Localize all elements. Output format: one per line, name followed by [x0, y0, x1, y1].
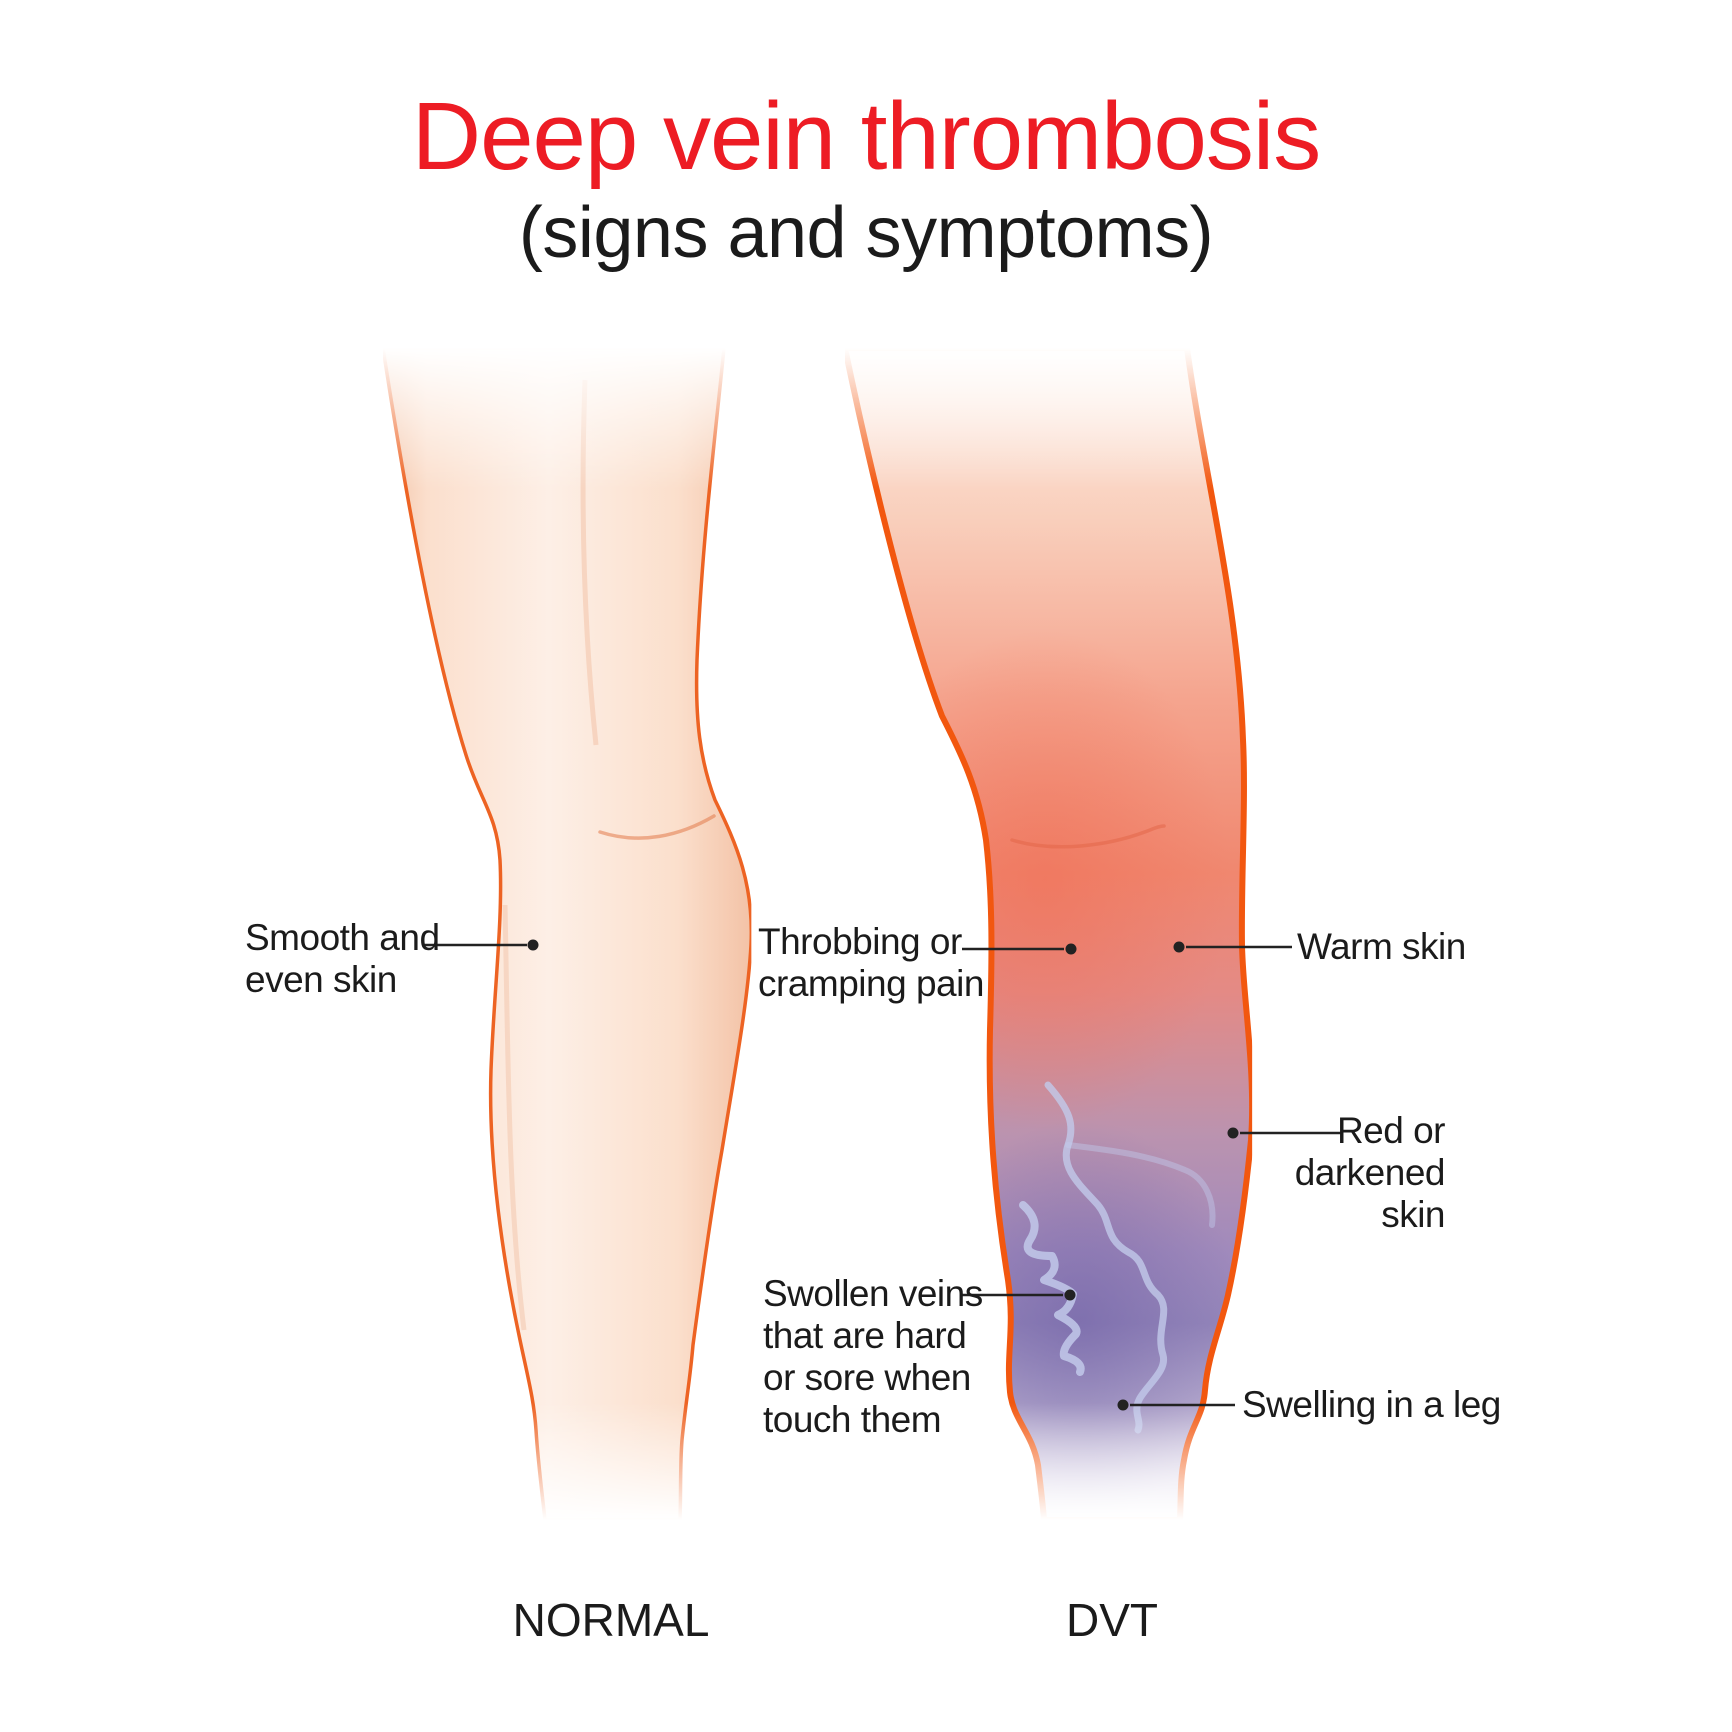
normal-leg-calf-shading: [502, 904, 527, 1331]
page-subtitle: (signs and symptoms): [518, 193, 1214, 273]
caption-normal: NORMAL: [512, 1594, 710, 1646]
normal-knee-crease: [598, 814, 716, 840]
dvt-knee-crease: [1010, 824, 1166, 849]
leader-lines: [424, 943, 1342, 1407]
label-swollen-veins: Swollen veins that are hard or sore when…: [763, 1273, 983, 1440]
leader-dot-warm-skin: [1173, 941, 1185, 953]
label-throbbing-cramping-pain: Throbbing or cramping pain: [758, 921, 984, 1004]
leader-dot-swelling: [1117, 1399, 1129, 1411]
leader-dot-smooth-skin: [527, 939, 539, 951]
label-swelling-in-leg: Swelling in a leg: [1242, 1384, 1501, 1425]
label-red-darkened-skin: Red or darkened skin: [1294, 1110, 1446, 1235]
label-warm-skin: Warm skin: [1297, 926, 1466, 967]
caption-dvt: DVT: [1066, 1594, 1158, 1646]
inflamed-red-area: [860, 630, 1230, 1130]
leader-dot-throbbing-pain: [1065, 943, 1077, 955]
swollen-vein-main: [1044, 1081, 1168, 1434]
page-title: Deep vein thrombosis: [411, 83, 1321, 190]
leader-dot-red-skin: [1227, 1127, 1239, 1139]
normal-leg: [381, 346, 754, 1522]
normal-leg-muscle-shading: [580, 379, 599, 746]
swollen-vein-branch: [1065, 1142, 1216, 1228]
label-smooth-even-skin: Smooth and even skin: [245, 917, 440, 1000]
leader-dot-swollen-veins: [1064, 1289, 1076, 1301]
leader-dots: [527, 939, 1239, 1411]
